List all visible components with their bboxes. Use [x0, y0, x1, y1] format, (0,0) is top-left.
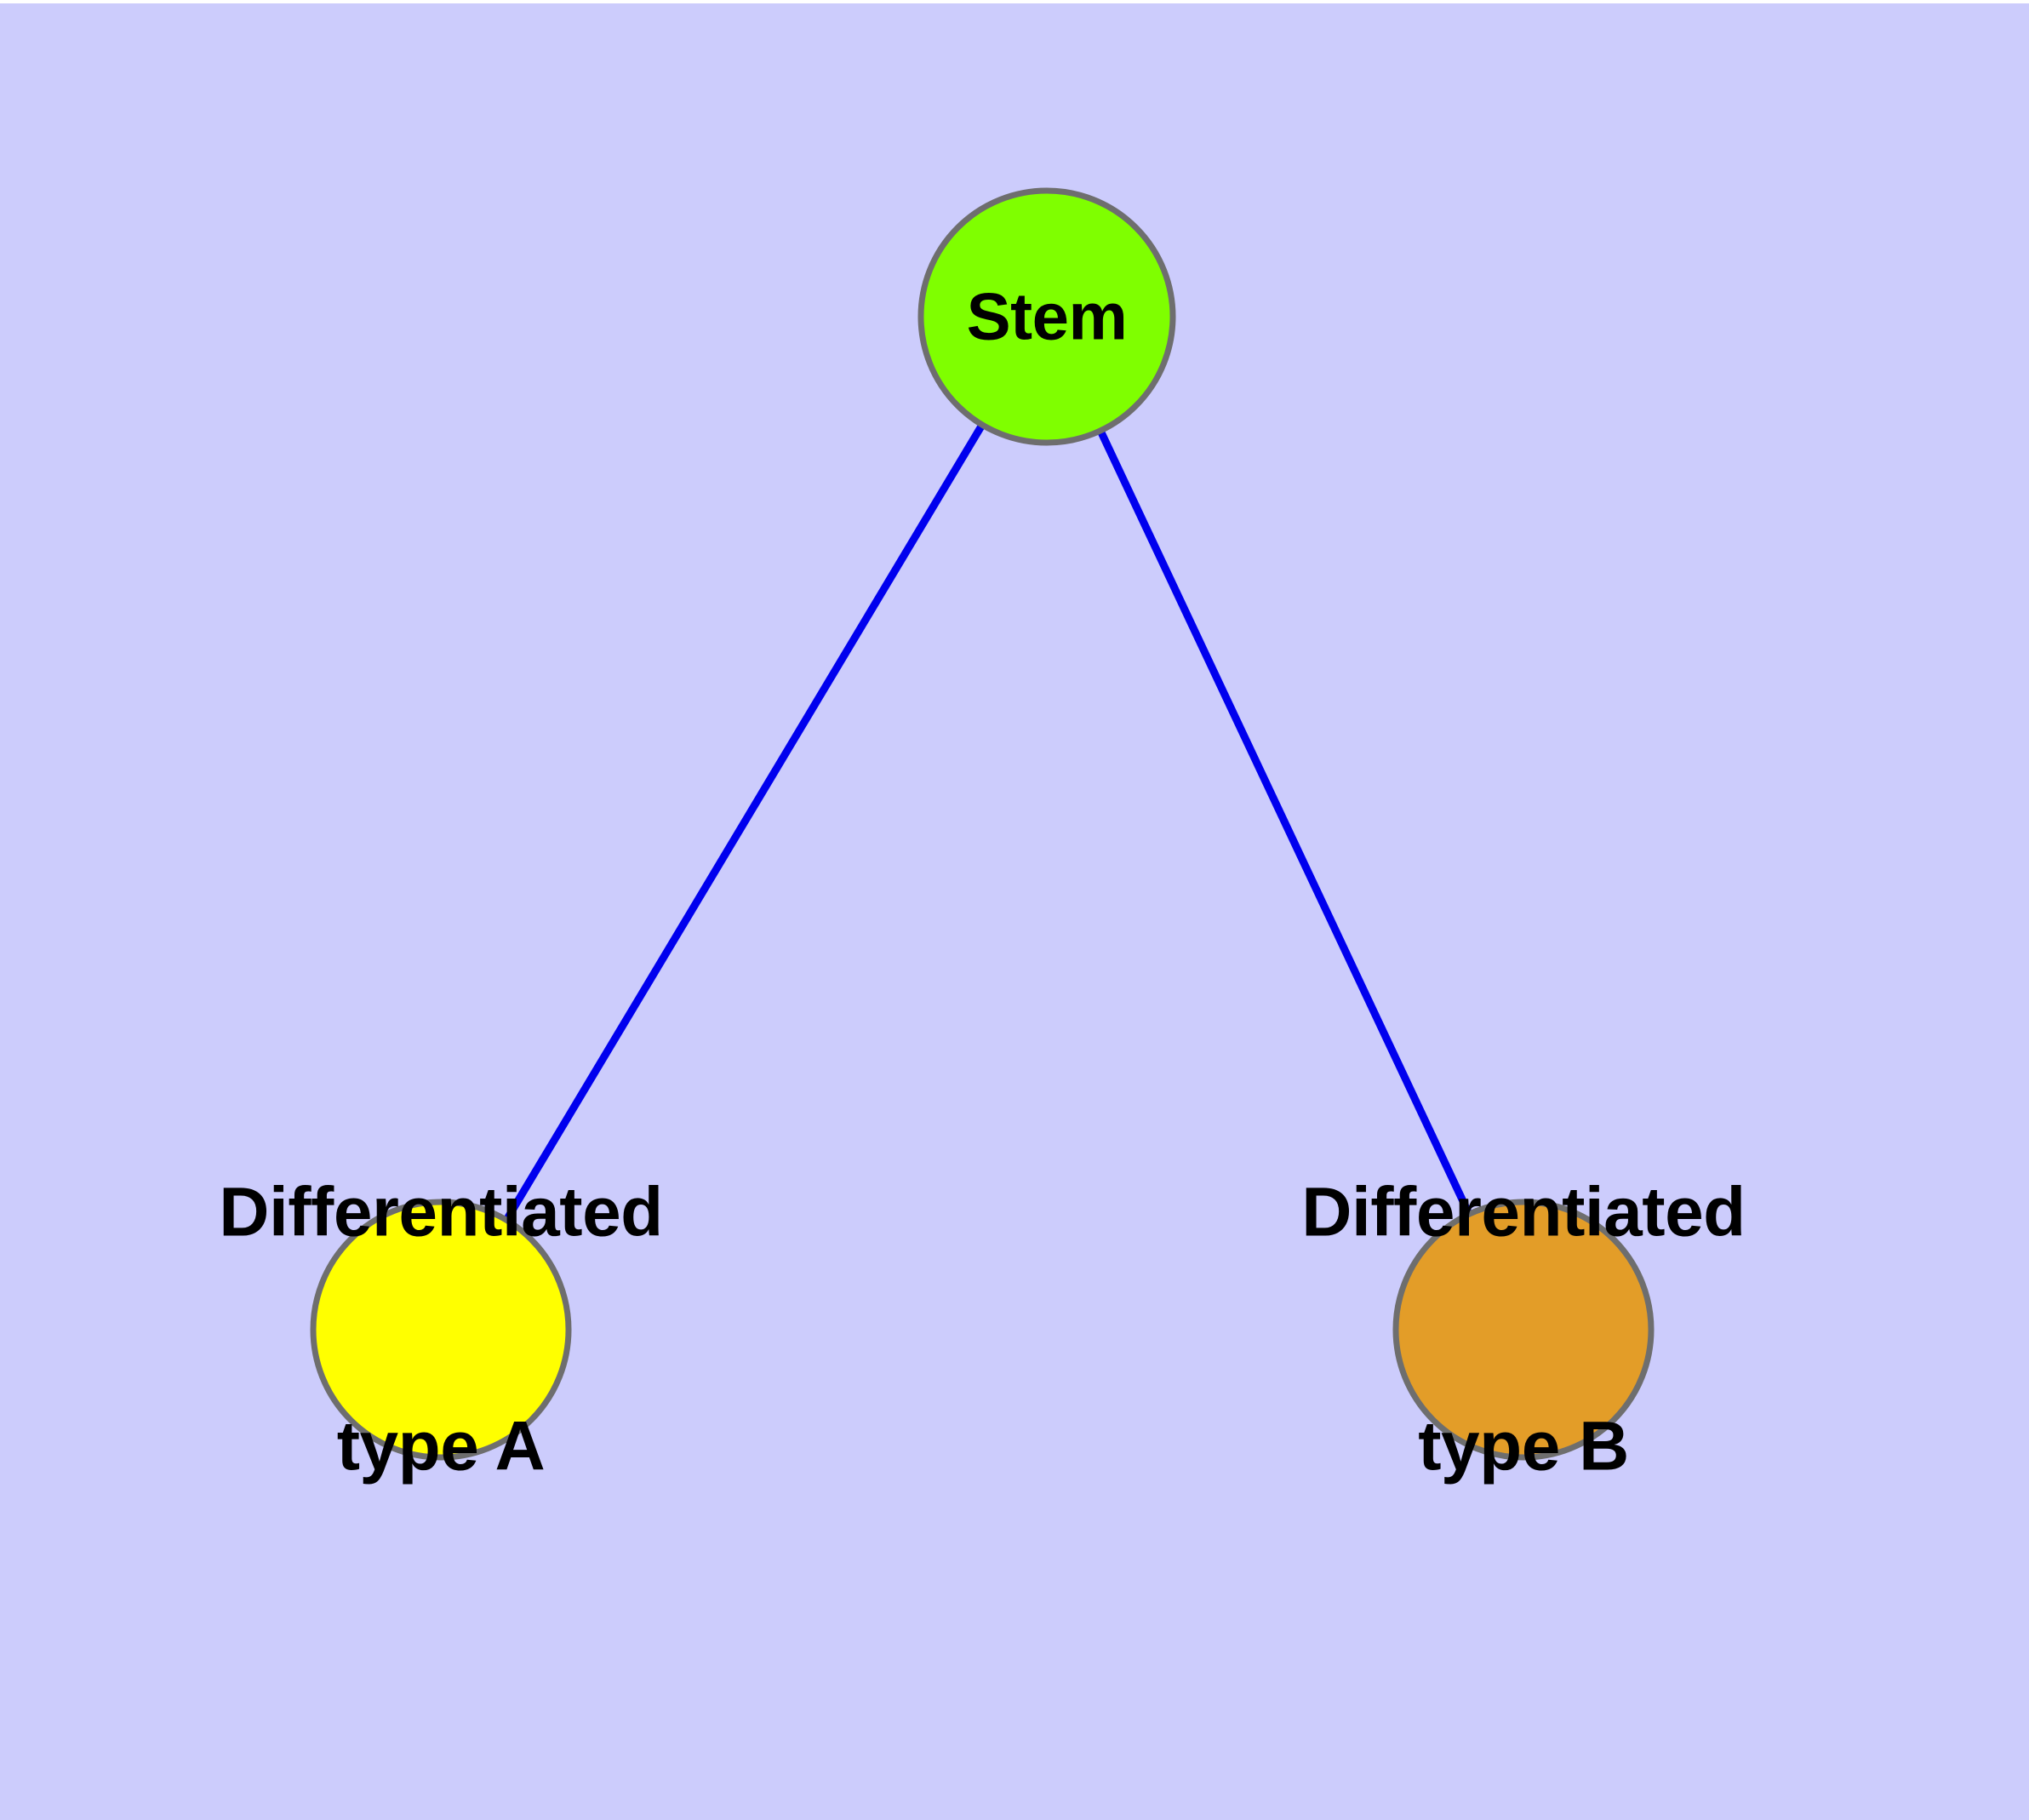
- edge-stem-to-differentiated-type-b[interactable]: [1043, 315, 1528, 1331]
- node-layer: [310, 187, 1655, 1461]
- node-differentiated-type-b[interactable]: [1392, 1199, 1655, 1461]
- edge-stem-to-differentiated-type-a[interactable]: [437, 314, 1050, 1332]
- node-stem[interactable]: [917, 187, 1176, 446]
- node-differentiated-type-a[interactable]: [310, 1199, 572, 1461]
- edge-layer: [437, 314, 1528, 1332]
